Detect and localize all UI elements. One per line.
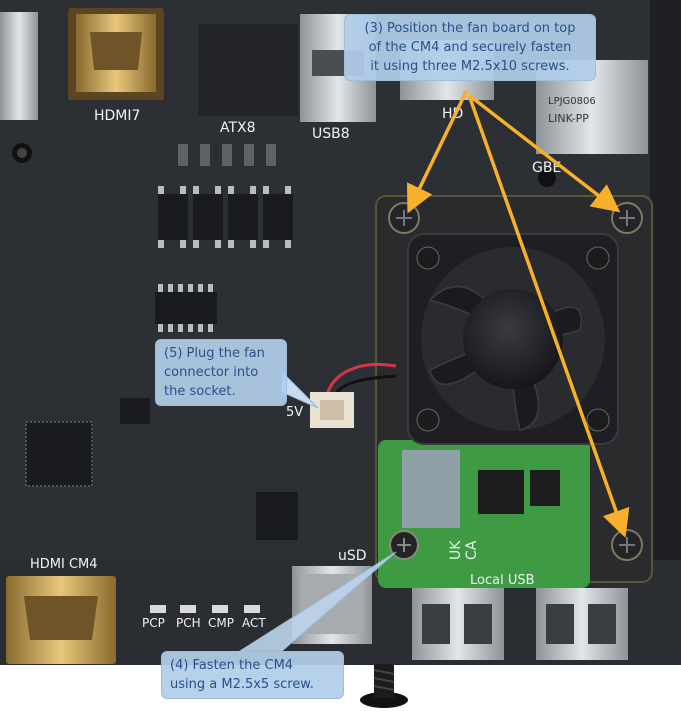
callout-step3-line: (3) Position the fan board on top [364, 21, 576, 36]
local-usb-ports [412, 588, 628, 660]
fan-screws [416, 246, 610, 432]
jack-brand-text: LINK-PP [548, 112, 589, 125]
callout-step5-line: (5) Plug the fan [164, 346, 265, 361]
label-usd: uSD [338, 548, 367, 564]
left-edge-connector [0, 12, 38, 120]
callout-step4-line: using a M2.5x5 screw. [170, 677, 314, 692]
label-cmp: CMP [208, 616, 234, 630]
cm4-mark-uk: UK [448, 540, 464, 560]
callout-step5: (5) Plug the fan connector into the sock… [155, 339, 287, 406]
callout-step3-line: of the CM4 and securely fasten [368, 40, 572, 55]
fan-board-screws [388, 202, 643, 561]
fan-hub [463, 289, 563, 389]
loose-screw [360, 664, 408, 708]
fan-board: UK CA [375, 195, 653, 588]
label-fan-voltage: 5V [286, 405, 303, 420]
label-hdmi-cm4: HDMI CM4 [30, 557, 98, 572]
label-gbe: GBE [532, 160, 561, 176]
callout-step5-line: connector into [164, 365, 259, 380]
fan-connector [310, 363, 397, 428]
arrow-to-top-left-screw [406, 90, 468, 214]
label-pch: PCH [176, 616, 201, 630]
callout-step5-line: the socket. [164, 384, 236, 399]
arrow-to-top-right-screw [468, 94, 621, 213]
cm4-screw [389, 530, 419, 560]
callout-step4-line: (4) Fasten the CM4 [170, 658, 294, 673]
hdmi7-connector [68, 8, 164, 100]
callout-step4: (4) Fasten the CM4 using a M2.5x5 screw. [161, 651, 344, 699]
ic-chip-qfn [25, 398, 298, 540]
label-hdmi7: HDMI7 [94, 108, 140, 124]
optocoupler-chips [158, 186, 293, 248]
label-usb8: USB8 [312, 126, 350, 142]
mount-hole [538, 169, 556, 187]
status-leds [150, 605, 260, 613]
instruction-arrows [406, 90, 630, 538]
label-atx8: ATX8 [220, 120, 256, 136]
callout-step3-line: it using three M2.5x10 screws. [370, 59, 570, 74]
label-local-usb: Local USB [470, 573, 535, 588]
hdmi-cm4-connector [6, 576, 116, 664]
arrow-to-bottom-right-screw [468, 96, 630, 538]
label-pcp: PCP [142, 616, 165, 630]
smd-components [178, 144, 276, 166]
case-edge [650, 0, 681, 665]
ic-chip-soic [155, 284, 217, 332]
callout-step3: (3) Position the fan board on top of the… [344, 14, 596, 81]
jack-model-text: LPJG0806 [548, 96, 596, 107]
label-act: ACT [242, 616, 266, 630]
cm4-mark-ca: CA [464, 540, 480, 560]
